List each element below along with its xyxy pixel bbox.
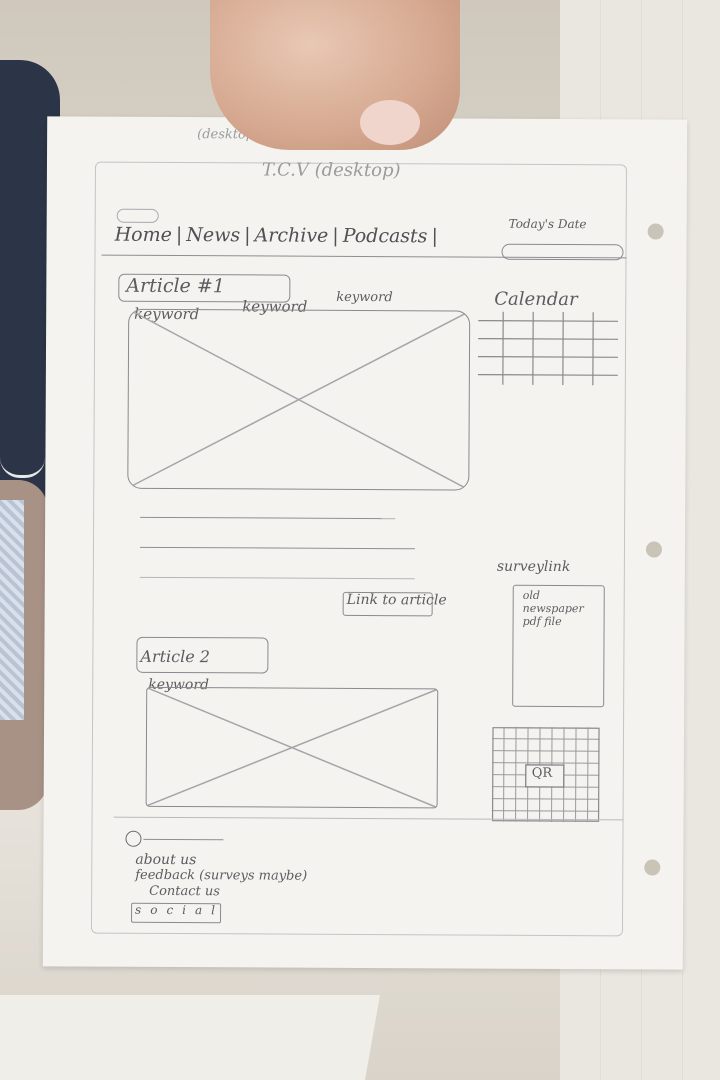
nav-item-archive[interactable]: Archive — [254, 224, 329, 247]
nav-item-podcasts[interactable]: Podcasts — [342, 224, 428, 248]
hand-holding-paper — [210, 0, 460, 150]
wireframe-paper: (desktop) T.C.V (desktop) Home| News| Ar… — [42, 116, 688, 970]
shelf — [0, 995, 380, 1080]
survey-link[interactable]: surveylink — [496, 558, 571, 576]
punch-hole-bottom — [644, 859, 661, 876]
qr-label: QR — [531, 765, 553, 781]
footer-social[interactable]: social — [135, 902, 225, 918]
qr-code[interactable] — [491, 726, 600, 823]
nav-bar: Home| News| Archive| Podcasts| — [115, 224, 442, 248]
article1-keyword-3[interactable]: keyword — [336, 289, 393, 306]
logo-placeholder — [116, 208, 159, 223]
nav-separator: | — [175, 224, 183, 247]
article1-title[interactable]: Article #1 — [126, 274, 225, 298]
footer-feedback[interactable]: feedback (surveys maybe) — [135, 867, 308, 884]
punch-hole-top — [647, 223, 664, 240]
nav-item-home[interactable]: Home — [114, 223, 172, 246]
nav-separator: | — [431, 225, 438, 248]
old-newspaper-label: old newspaper pdf file — [522, 588, 584, 629]
nav-item-news[interactable]: News — [186, 224, 241, 247]
article1-image-placeholder — [127, 308, 471, 491]
article2-image-placeholder — [145, 686, 439, 809]
footer-logo — [125, 830, 142, 847]
calendar-grid[interactable] — [477, 307, 619, 388]
article2-title[interactable]: Article 2 — [140, 646, 211, 667]
footer-contact[interactable]: Contact us — [149, 883, 221, 900]
footer-about[interactable]: about us — [135, 851, 197, 869]
date-pill — [501, 243, 624, 261]
site-title: T.C.V (desktop) — [261, 159, 401, 182]
thumb-nail — [360, 100, 420, 145]
nav-separator: | — [332, 224, 339, 247]
nav-separator: | — [244, 224, 251, 247]
earbud-wire — [0, 455, 45, 478]
date-label: Today's Date — [508, 216, 587, 232]
link-to-article[interactable]: Link to article — [346, 591, 447, 609]
punch-hole-middle — [645, 541, 663, 558]
shirt-pattern — [0, 500, 24, 720]
